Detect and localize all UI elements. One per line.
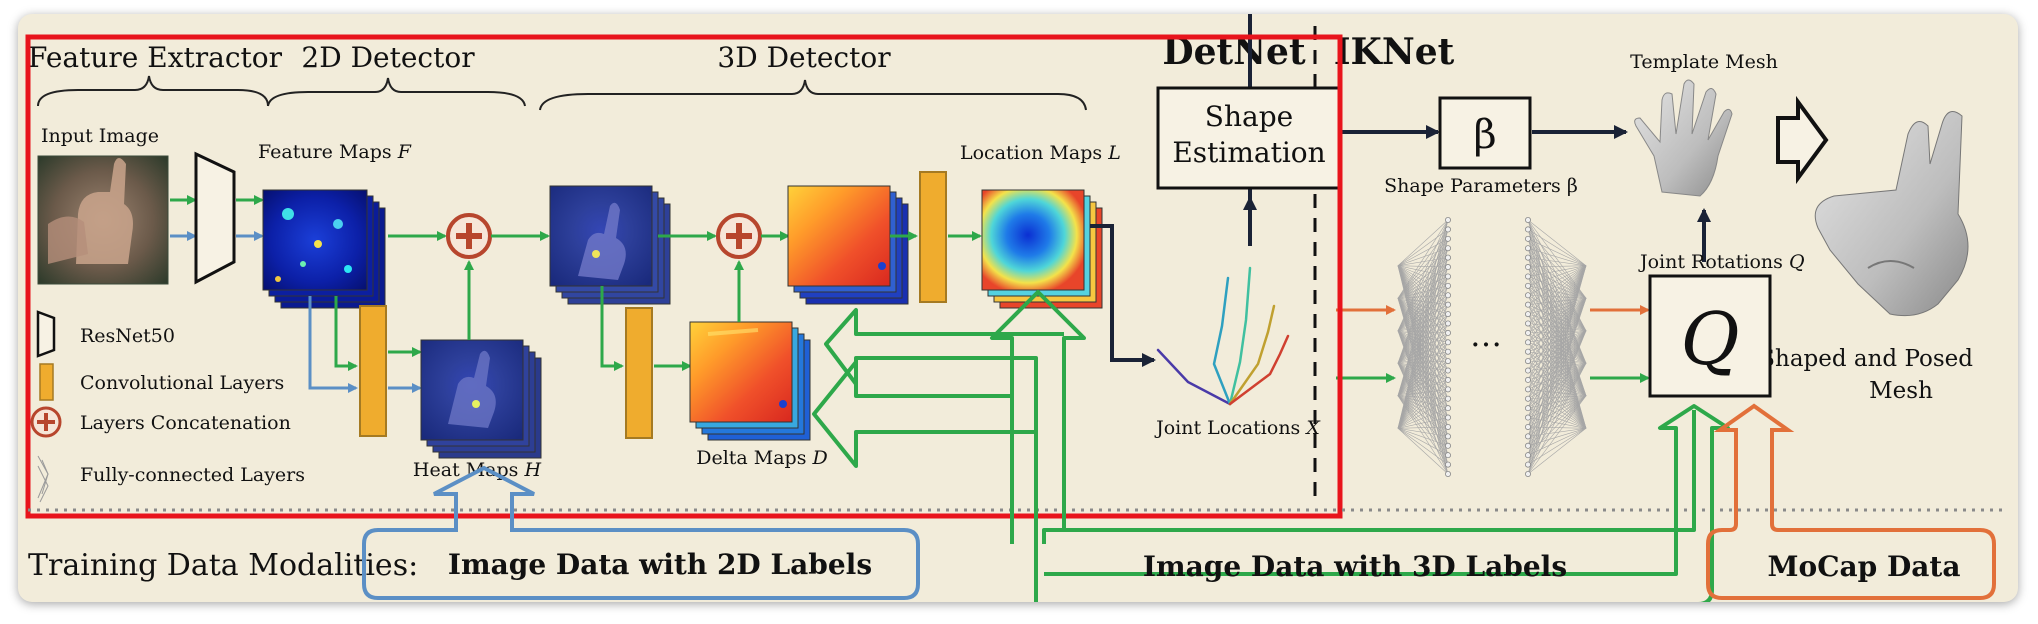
legend-concat-icon bbox=[30, 406, 62, 438]
data-2d-label: Image Data with 2D Labels bbox=[448, 548, 872, 581]
brace-2d-detector bbox=[267, 77, 526, 107]
arrow-location-to-joints bbox=[1090, 224, 1156, 367]
concat2-output-stack bbox=[787, 185, 909, 305]
heat-maps-stack bbox=[420, 339, 542, 459]
mocap-label: MoCap Data bbox=[1768, 550, 1961, 583]
fc-layers-right bbox=[1525, 216, 1587, 477]
feature-maps-stack bbox=[262, 189, 386, 309]
concat-node-1 bbox=[446, 213, 492, 259]
legend-concat-label: Layers Concatenation bbox=[80, 412, 291, 434]
brace-feature-extractor bbox=[37, 75, 269, 107]
pipeline-diagram: Feature Extractor 2D Detector 3D Detecto… bbox=[25, 14, 2008, 602]
mesh-transform-arrow bbox=[1776, 95, 1829, 185]
legend: ResNet50 Convolutional Layers Layers Con… bbox=[30, 310, 305, 503]
beta-box bbox=[1438, 96, 1532, 170]
conv-layer-2d bbox=[359, 305, 387, 437]
diagram-frame: Feature Extractor 2D Detector 3D Detecto… bbox=[18, 14, 2018, 602]
legend-fc-icon bbox=[37, 455, 49, 503]
arrow-3dinput-to-conv bbox=[600, 286, 624, 371]
fc-layers-left bbox=[1397, 216, 1452, 477]
feature-extractor-title: Feature Extractor bbox=[28, 41, 283, 74]
arrow-feature-to-conv2d-blue bbox=[308, 296, 358, 393]
input-image-label: Input Image bbox=[41, 125, 159, 147]
legend-conv-label: Convolutional Layers bbox=[80, 372, 284, 394]
legend-resnet-label: ResNet50 bbox=[80, 325, 175, 347]
shaped-posed-mesh bbox=[1814, 111, 1969, 317]
legend-fc-label: Fully-connected Layers bbox=[80, 464, 305, 486]
arrow-feature-to-conv2d-green bbox=[334, 296, 358, 371]
shape-parameters-label: Shape Parameters β bbox=[1384, 175, 1578, 197]
data-3d-label: Image Data with 3D Labels bbox=[1143, 550, 1567, 583]
mocap-outline bbox=[1706, 403, 1996, 600]
delta-maps-stack bbox=[689, 321, 811, 441]
location-maps-stack bbox=[981, 189, 1103, 309]
iknet-title: IKNet bbox=[1334, 31, 1455, 73]
feature-maps-label: Feature Maps F bbox=[258, 141, 412, 163]
legend-conv-icon bbox=[39, 363, 54, 401]
template-mesh-label: Template Mesh bbox=[1630, 51, 1778, 73]
detector-2d-title: 2D Detector bbox=[301, 41, 475, 74]
brace-3d-detector bbox=[539, 79, 1087, 111]
beta-symbol: β bbox=[1473, 112, 1496, 158]
legend-resnet-icon bbox=[36, 310, 56, 358]
detnet-boundary bbox=[25, 34, 1343, 519]
concat-node-2 bbox=[716, 213, 762, 259]
detector-3d-title: 3D Detector bbox=[717, 41, 891, 74]
q-box bbox=[1648, 274, 1772, 398]
data-2d-outline bbox=[362, 465, 920, 600]
shaped-posed-line1: Shaped and Posed bbox=[1759, 346, 1973, 372]
template-mesh-hand bbox=[1634, 79, 1733, 197]
resnet-block bbox=[194, 151, 236, 285]
heat-maps-label: Heat Maps H bbox=[413, 459, 542, 481]
delta-maps-label: Delta Maps D bbox=[696, 447, 828, 469]
joint-locations-label: Joint Locations X bbox=[1154, 417, 1321, 439]
input-image bbox=[37, 155, 169, 285]
detector3d-input-stack bbox=[549, 185, 671, 305]
fc-ellipsis: … bbox=[1470, 316, 1502, 354]
shaped-posed-line2: Mesh bbox=[1869, 378, 1933, 404]
conv-layer-location bbox=[919, 171, 947, 303]
q-symbol: Q bbox=[1680, 297, 1739, 381]
joint-locations-skeleton bbox=[1156, 266, 1290, 406]
training-title: Training Data Modalities: bbox=[28, 548, 418, 583]
joint-rotations-label: Joint Rotations Q bbox=[1638, 251, 1805, 273]
conv-layer-delta bbox=[625, 307, 653, 439]
location-maps-label: Location Maps L bbox=[960, 142, 1121, 164]
shape-estimation-line1: Shape bbox=[1205, 100, 1293, 133]
shape-estimation-line2: Estimation bbox=[1172, 136, 1325, 169]
